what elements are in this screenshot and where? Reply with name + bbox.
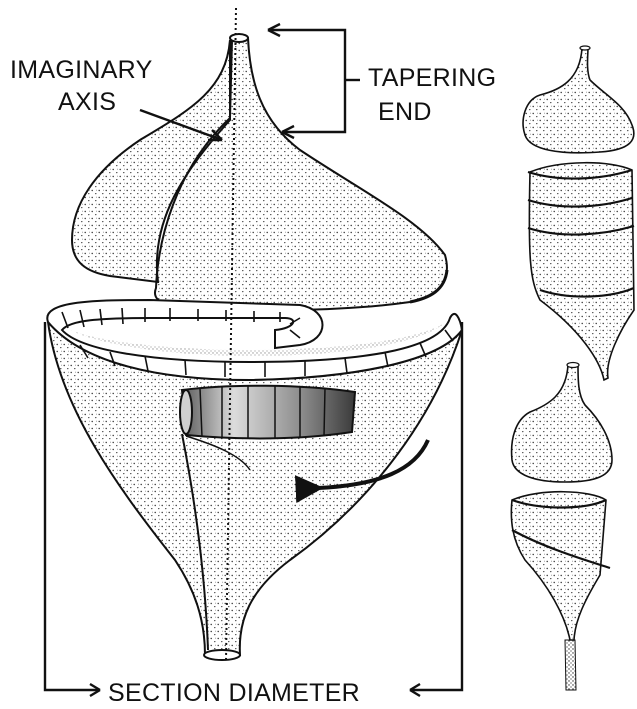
section-diameter-label: SECTION DIAMETER <box>108 681 360 706</box>
tapering-label: TAPERING <box>368 66 496 91</box>
axis-label: AXIS <box>58 90 116 115</box>
tapering-end-bracket <box>268 30 345 132</box>
cone-tip <box>204 650 240 660</box>
imaginary-label: IMAGINARY <box>10 58 153 83</box>
small-specimen-top <box>523 46 634 380</box>
end-label: END <box>378 100 432 125</box>
inner-spiral-tube <box>182 386 355 439</box>
tapering-tip <box>230 34 248 42</box>
small-specimen-bottom <box>511 363 612 691</box>
